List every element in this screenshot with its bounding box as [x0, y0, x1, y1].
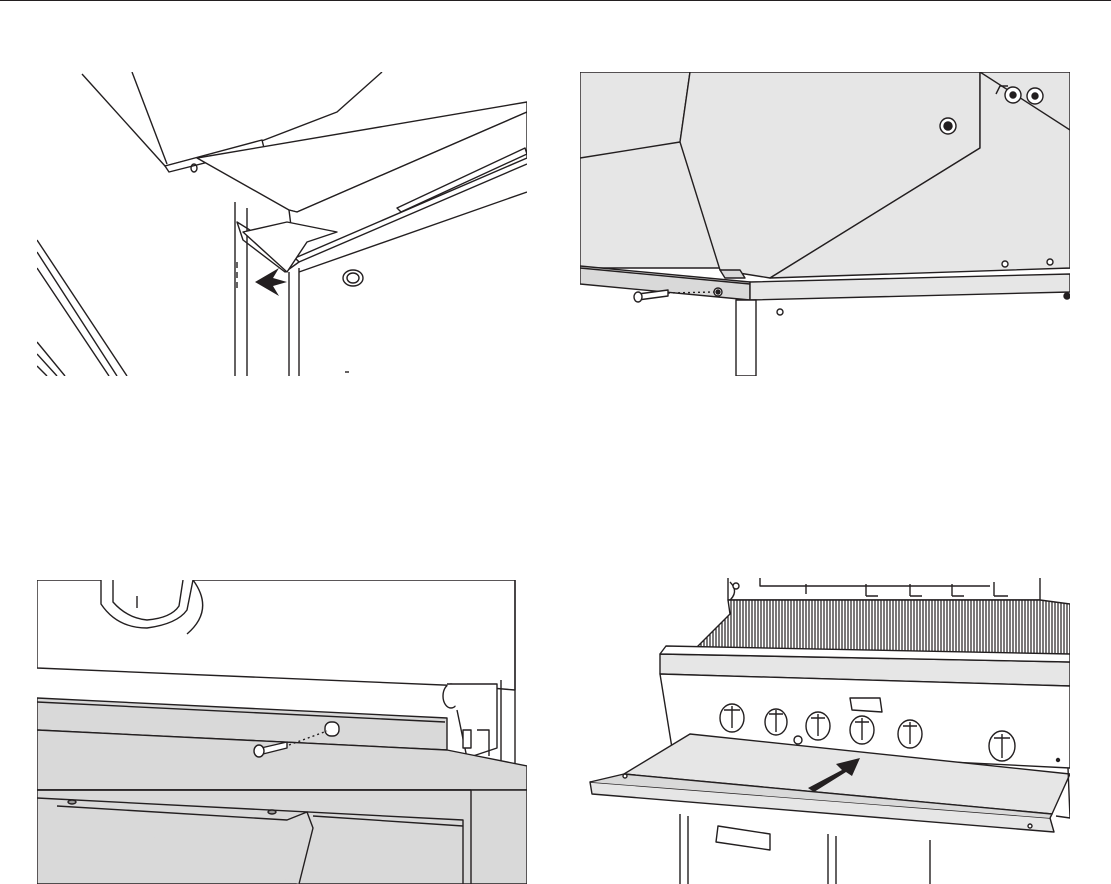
step-1-drawing: [37, 72, 527, 376]
step-4-illustration: [580, 578, 1070, 884]
step-3-illustration: [37, 580, 527, 884]
step-4-drawing: [580, 578, 1070, 884]
screw-hole: [325, 722, 339, 736]
door-handle: [716, 826, 770, 850]
insert-arrow-icon: [255, 268, 287, 296]
cart-frame: [680, 814, 930, 884]
step-2-drawing: [580, 72, 1070, 376]
step-3-drawing: [37, 580, 527, 884]
hood-interior: [728, 578, 1040, 600]
grill-edge: [37, 240, 127, 376]
step-1-illustration: [37, 72, 527, 376]
step-2-illustration: [580, 72, 1070, 376]
frame-leg: [736, 300, 756, 376]
top-rule: [0, 0, 1111, 1]
